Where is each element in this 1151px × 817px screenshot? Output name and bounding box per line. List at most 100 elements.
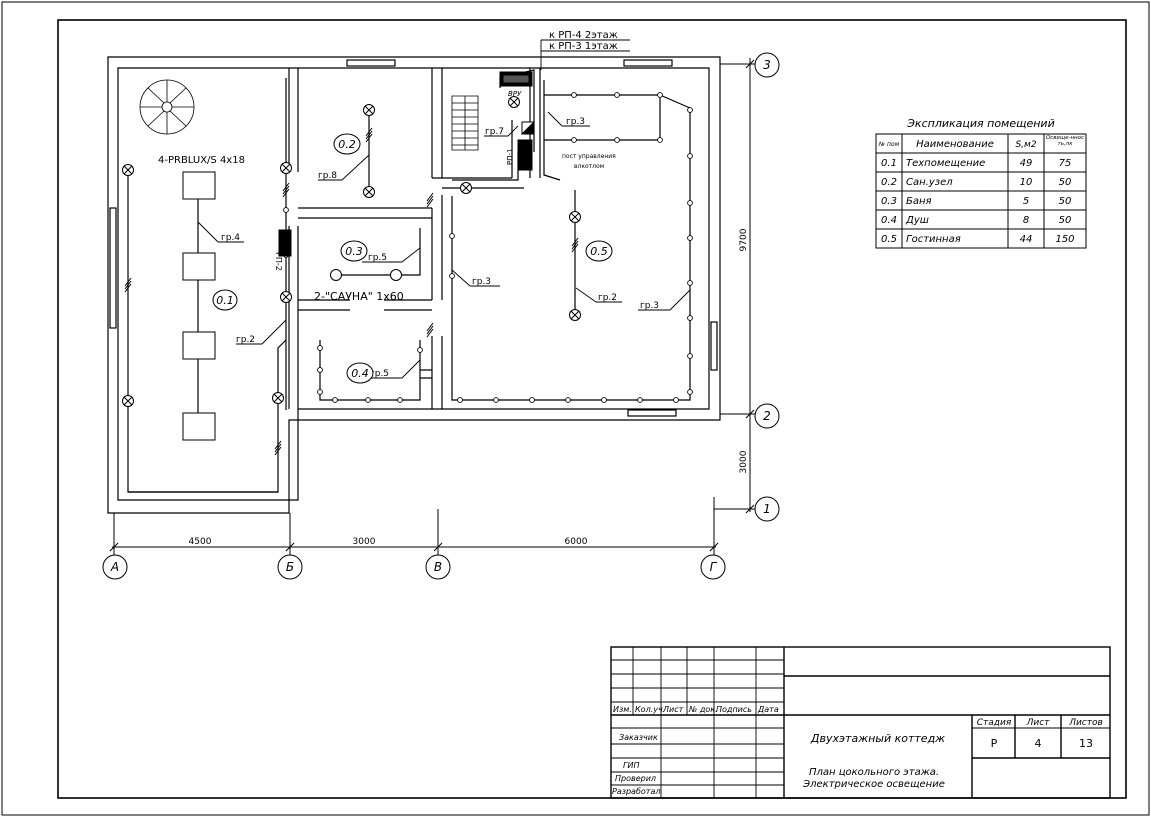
feeder-label-1st-floor: к РП-3 1этаж [549, 41, 618, 52]
drawing-frame [57, 19, 1127, 799]
table-header: № пом [878, 141, 900, 148]
stage-value: Р [991, 737, 998, 750]
axis-label: 1 [763, 502, 771, 516]
dimension-value: 9700 [739, 228, 749, 251]
partition [298, 299, 432, 311]
table-cell: Гостинная [906, 234, 961, 245]
stamp-role: Заказчик [619, 733, 658, 742]
axis-label: В [434, 560, 442, 574]
vru-label: ВРУ [508, 90, 522, 98]
feeder-label-2nd-floor: к РП-4 2этаж [549, 30, 618, 41]
group-label: гр.3 [566, 117, 585, 127]
boiler-label: влкотлом [574, 163, 604, 170]
axis-label: А [110, 560, 119, 574]
stamp-col-header: № док. [688, 705, 718, 714]
floor-plan [107, 56, 721, 514]
dimension-value: 3000 [739, 450, 749, 473]
rp2-label: РП-2 [274, 252, 283, 271]
window [346, 59, 396, 67]
stamp-role: ГИП [623, 761, 639, 770]
axis-label: Г [710, 560, 718, 574]
room-number: 0.2 [338, 138, 356, 151]
rp2-panel [278, 229, 292, 257]
stamp-col-header: Изм. [613, 705, 632, 714]
group-label: гр.2 [236, 335, 255, 345]
group-label: гр.5 [368, 253, 387, 263]
sauna-lamp-label: 2-"САУНА" 1x60 [314, 290, 404, 303]
sheets-value: 13 [1079, 737, 1093, 750]
sheet-header: Лист [1026, 718, 1051, 728]
window [627, 409, 677, 417]
stage-header: Стадия [977, 718, 1012, 728]
partition [420, 369, 432, 379]
room-number: 0.4 [351, 367, 369, 380]
window [623, 59, 673, 67]
room-markers [212, 133, 613, 384]
partition [431, 68, 524, 189]
room-explication-table: Экспликация помещений № пом Наименование… [875, 117, 1087, 249]
table-cell: Сан.узел [906, 177, 953, 188]
sauna-lamps [330, 269, 402, 281]
table-cell: 0.2 [881, 177, 897, 188]
table-cell: 0.3 [881, 196, 897, 207]
table-cell: 50 [1059, 215, 1072, 226]
rp1-panel [517, 139, 533, 171]
partition [431, 195, 443, 409]
sheet-value: 4 [1035, 737, 1042, 750]
sheet-title-line-1: План цокольного этажа. [809, 767, 939, 778]
table-header: Освеще-нность,лк [1045, 135, 1085, 147]
table-cell: 50 [1059, 177, 1072, 188]
window [109, 207, 117, 329]
table-cell: Баня [906, 196, 932, 207]
group-label: гр.3 [640, 301, 659, 311]
room-number: 0.3 [345, 245, 363, 258]
outer-wall-outer [107, 56, 721, 514]
group-label: гр.3 [472, 277, 491, 287]
stamp-col-header: Кол.уч. [635, 705, 665, 714]
table-header: S,м2 [1015, 140, 1036, 150]
stairs [451, 95, 479, 151]
table-cell: 5 [1023, 196, 1029, 207]
room-number: 0.1 [216, 294, 234, 307]
dimensions [109, 58, 756, 558]
dimension-value: 3000 [353, 537, 376, 547]
dimension-value: 6000 [565, 537, 588, 547]
control-post-label: пост управления [562, 153, 616, 160]
group-label: гр.8 [318, 171, 337, 181]
luminaire-type-label: 4-PRBLUX/S 4x18 [158, 155, 245, 166]
partition [298, 207, 432, 219]
sheets-header: Листов [1068, 718, 1103, 728]
title-block: Изм. Кол.уч. Лист № док. Подпись Дата За… [610, 646, 1111, 799]
panels [278, 71, 535, 257]
sheet-title-line-2: Электрическое освещение [802, 779, 945, 790]
table-cell: 8 [1023, 215, 1029, 226]
group-label: гр.2 [598, 293, 617, 303]
partition [288, 68, 299, 172]
table-cell: 150 [1055, 234, 1074, 245]
table-cell: 0.4 [881, 215, 897, 226]
table-cell: 0.5 [881, 234, 897, 245]
rp1-label: РП-1 [506, 149, 514, 165]
axis-markers [102, 52, 780, 580]
table-cell: 0.1 [881, 158, 897, 169]
table-cell: 44 [1020, 234, 1033, 245]
fluorescent-luminaires [182, 171, 216, 441]
table-cell: 50 [1059, 196, 1072, 207]
window [710, 321, 718, 371]
axis-label: Б [286, 560, 294, 574]
dimension-value: 4500 [189, 537, 212, 547]
table-cell: Техпомещение [906, 158, 985, 169]
axis-label: 3 [763, 58, 771, 72]
leaders [197, 39, 691, 379]
stamp-col-header: Дата [757, 705, 779, 714]
explication-title: Экспликация помещений [906, 117, 1055, 130]
group-label: гр.5 [370, 369, 389, 379]
room-number: 0.5 [590, 245, 608, 258]
table-header: Наименование [916, 139, 994, 150]
axis-label: 2 [763, 409, 771, 423]
group-label: гр.7 [485, 127, 504, 137]
spiral-staircase [139, 79, 195, 135]
stamp-role: Разработал [612, 787, 660, 796]
